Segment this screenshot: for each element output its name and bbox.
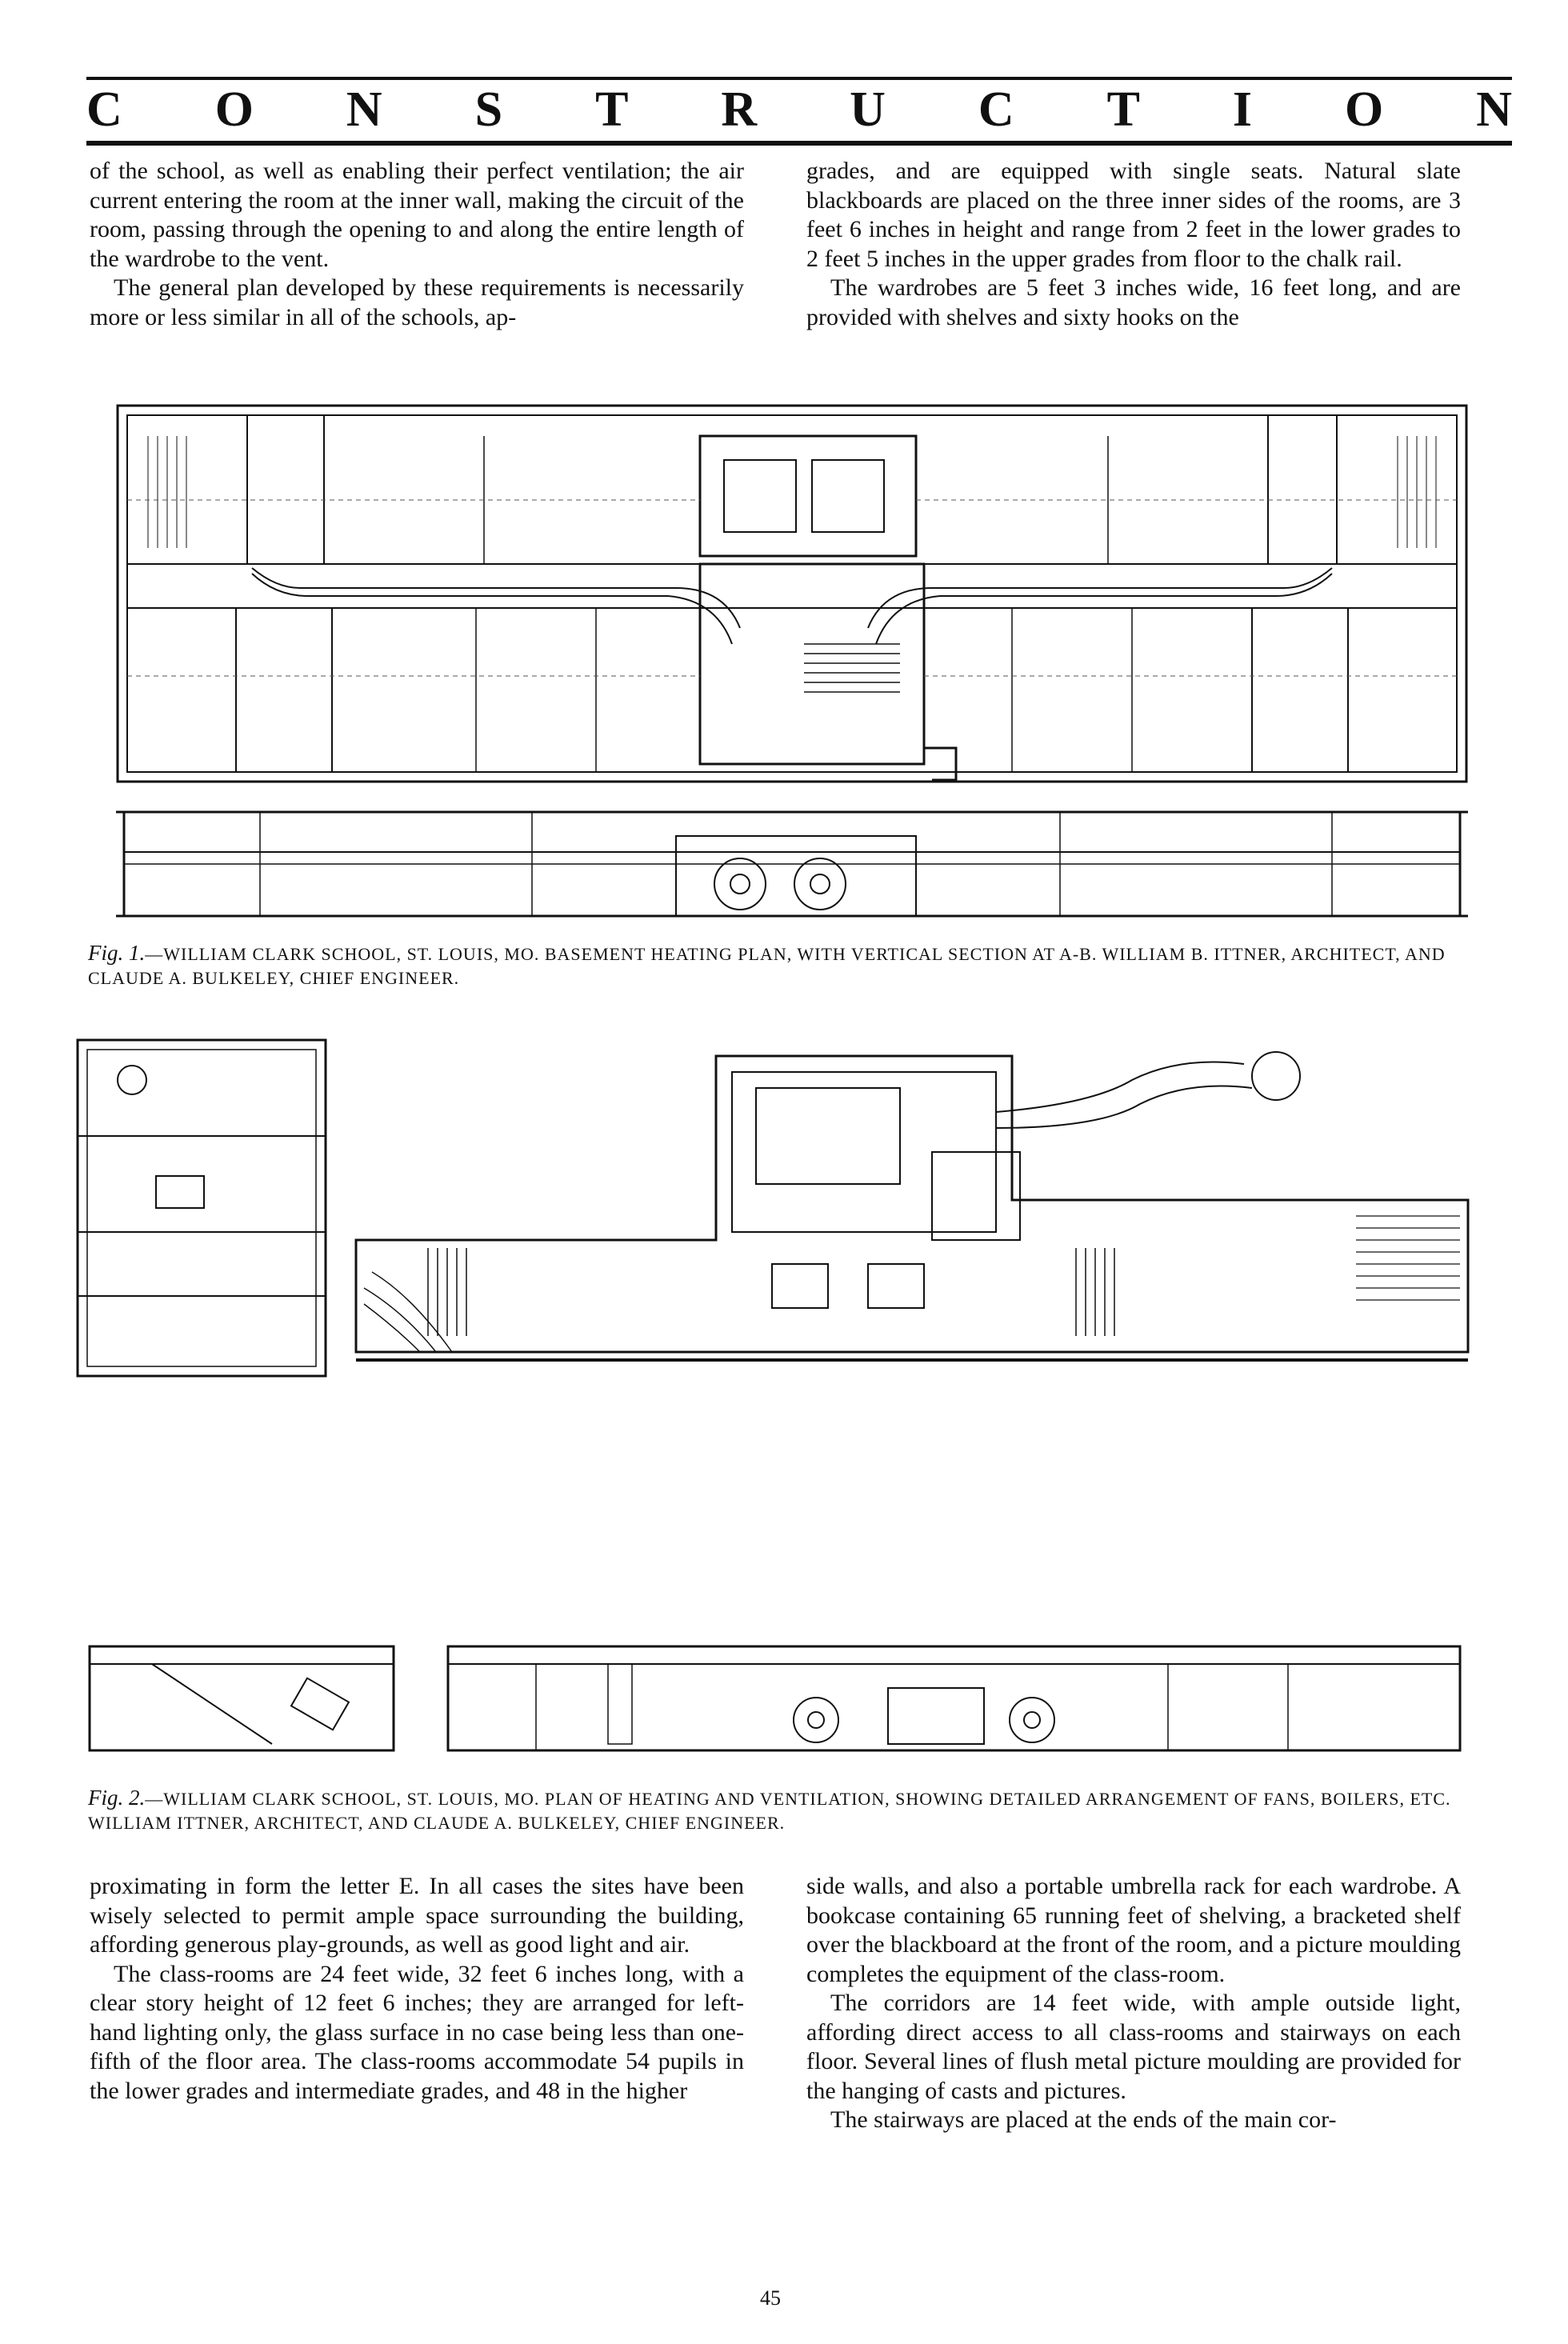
masthead-rule-top [86,77,1512,80]
fig1-section-drawing [116,810,1468,918]
paragraph: The class-rooms are 24 feet wide, 32 fee… [90,1960,744,2104]
fig2-label: Fig. 2. [88,1786,146,1810]
bottom-right-column: side walls, and also a portable umbrella… [806,1872,1461,2135]
masthead-letter: O [214,82,254,137]
paragraph: of the school, as well as enabling their… [90,158,744,272]
masthead-letter: C [978,82,1014,137]
page-number: 45 [760,2286,781,2310]
masthead-letter: T [595,82,629,137]
masthead-letter: C [86,82,122,137]
paragraph: proximating in form the letter E. In all… [90,1873,744,1958]
masthead: C O N S T R U C T I O N [86,82,1512,138]
masthead-letter: S [474,82,503,137]
fig1-label: Fig. 1. [88,941,146,965]
paragraph: The wardrobes are 5 feet 3 inches wide, … [806,274,1461,330]
fig2-plan-drawing [76,1038,1470,1378]
paragraph: The stairways are placed at the ends of … [830,2106,1337,2133]
fig1-plan-drawing [116,404,1468,783]
masthead-letter: U [850,82,886,137]
top-left-column: of the school, as well as enabling their… [90,157,744,332]
masthead-letter: R [721,82,758,137]
paragraph: The general plan developed by these requ… [90,274,744,330]
paragraph: grades, and are equipped with single sea… [806,158,1461,272]
masthead-rule-bottom [86,141,1512,146]
fig2-section-drawing [88,1645,1462,1752]
fig1-caption: Fig. 1.—William Clark School, St. Louis,… [88,941,1464,990]
masthead-letter: I [1232,82,1253,137]
bottom-left-column: proximating in form the letter E. In all… [90,1872,744,2106]
fig2-caption-text: —William Clark School, St. Louis, Mo. Pl… [88,1789,1451,1833]
fig2-caption: Fig. 2.—William Clark School, St. Louis,… [88,1786,1464,1835]
masthead-letter: O [1345,82,1384,137]
paragraph: side walls, and also a portable umbrella… [806,1873,1461,1987]
top-right-column: grades, and are equipped with single sea… [806,157,1461,332]
paragraph: The corridors are 14 feet wide, with amp… [806,1990,1461,2104]
masthead-letter: T [1106,82,1140,137]
fig1-caption-text: —William Clark School, St. Louis, Mo. Ba… [88,944,1446,988]
masthead-letter: N [346,82,382,137]
masthead-letter: N [1476,82,1512,137]
